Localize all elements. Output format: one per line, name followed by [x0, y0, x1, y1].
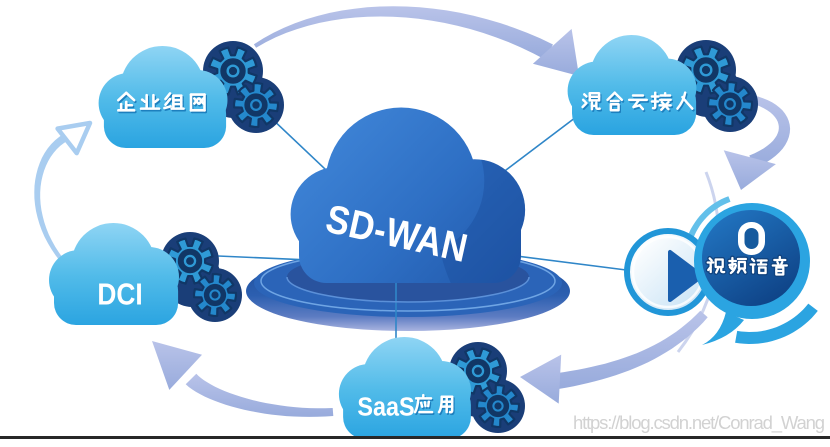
- svg-text:SaaS: SaaS: [357, 393, 414, 421]
- svg-text:DCI: DCI: [97, 278, 142, 312]
- svg-text:https://blog.csdn.net/Conrad_W: https://blog.csdn.net/Conrad_Wang: [573, 412, 825, 434]
